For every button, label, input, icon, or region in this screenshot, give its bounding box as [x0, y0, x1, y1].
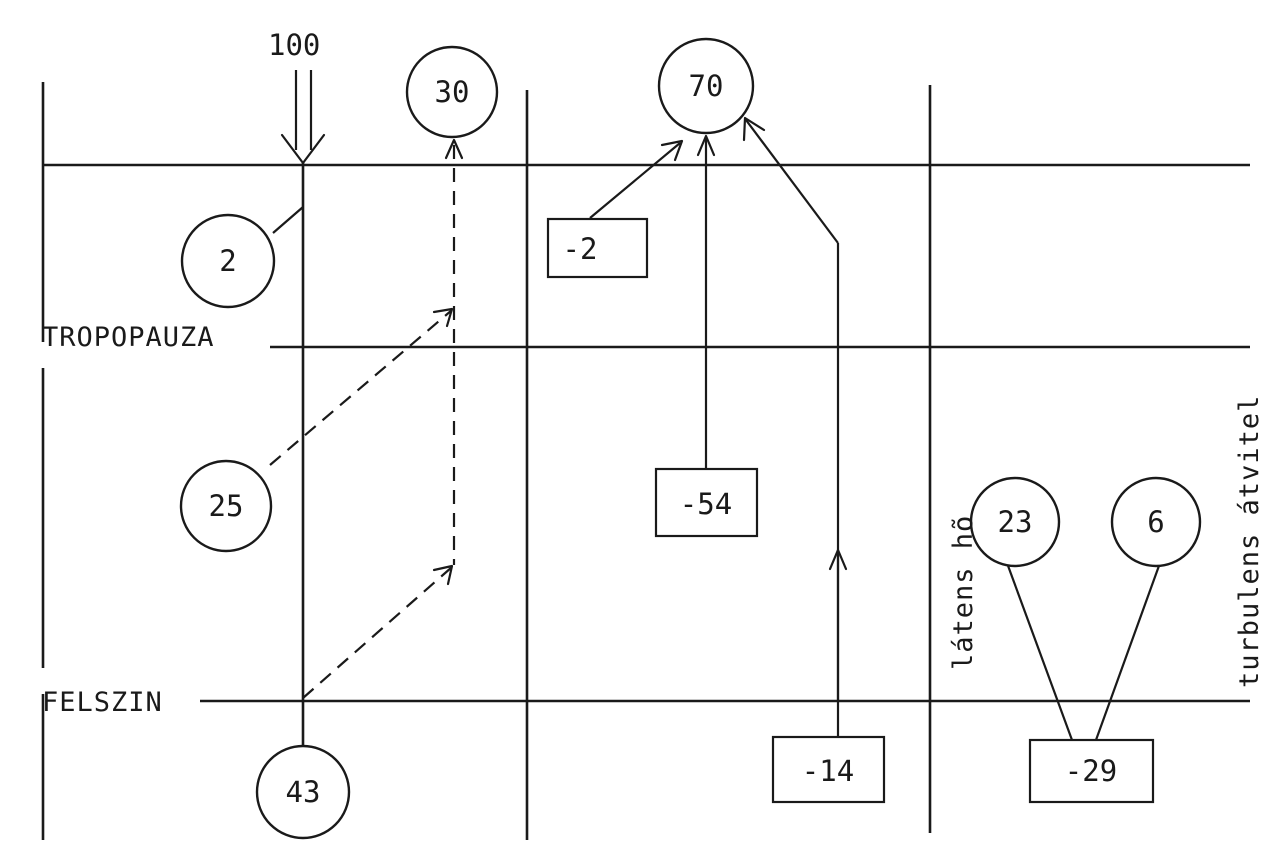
dashed-diagonal-lower: [302, 566, 453, 699]
connector-to-circle-2: [272, 206, 304, 234]
circle-turbulent-6-value: 6: [1147, 505, 1164, 539]
circle-emitted-70-value: 70: [689, 69, 724, 103]
box-surface-heat-loss: [1028, 738, 1155, 804]
circle-surface-43-value: 43: [286, 775, 321, 809]
reflected-arrow-head-upper: [432, 307, 454, 328]
circle-latent-23: [969, 476, 1061, 568]
circle-reflected-30: [405, 45, 499, 139]
surface-label: FELSZIN: [42, 687, 163, 718]
incoming-radiation-value: 100: [268, 28, 320, 62]
tropopause-label: TROPOPAUZA: [42, 322, 215, 353]
line-6-to-29: [1094, 562, 1162, 741]
box-surface-emission: [771, 735, 886, 804]
turbulent-transfer-label: turbulens átvitel: [1234, 395, 1265, 688]
circle-surface-43: [255, 744, 351, 840]
circle-latent-23-value: 23: [998, 505, 1033, 539]
box-tropo-emission-value: -54: [680, 487, 732, 521]
arrow-head-14-to-70: [742, 116, 766, 142]
line-box-2-to-70: [589, 142, 681, 219]
circle-absorbed-25: [179, 459, 273, 553]
circle-turbulent-6: [1110, 476, 1202, 568]
box-strato-emission-value: -2: [563, 232, 598, 266]
arrow-head-box-2-to-70: [660, 139, 684, 162]
circle-absorbed-2: [180, 213, 276, 309]
latent-heat-label: látens hõ: [948, 515, 979, 670]
incoming-arrow-head: [280, 133, 326, 165]
circle-reflected-30-value: 30: [435, 75, 470, 109]
arrow-head-box-54-to-70: [696, 134, 716, 157]
box-tropo-emission: [654, 467, 759, 538]
reflected-arrow-head-lower: [432, 564, 454, 586]
line-14-to-70-diagonal: [745, 119, 839, 244]
reflected-arrow-head-top: [444, 138, 464, 160]
dashed-diagonal-upper: [269, 309, 453, 466]
box-surface-emission-value: -14: [802, 754, 854, 788]
box-strato-emission: [546, 217, 649, 279]
circle-absorbed-25-value: 25: [209, 489, 244, 523]
line-23-to-29: [1005, 562, 1074, 741]
circle-emitted-70: [657, 37, 755, 135]
box-surface-heat-loss-value: -29: [1065, 754, 1117, 788]
circle-absorbed-2-value: 2: [219, 244, 236, 278]
